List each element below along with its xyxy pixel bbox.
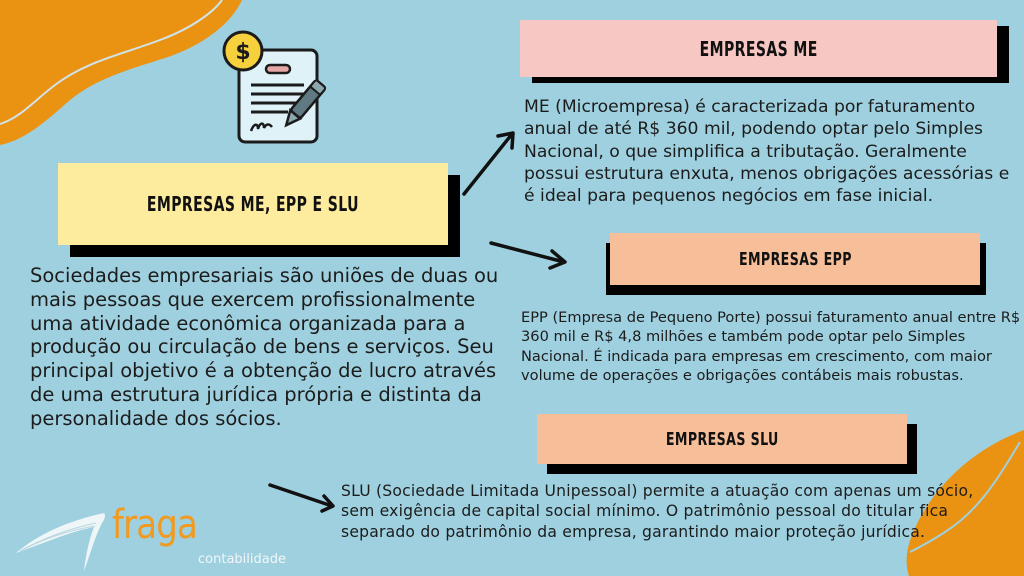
fraga-logo-swoosh-icon	[16, 513, 106, 571]
epp-title-box: EMPRESAS EPP	[610, 233, 980, 285]
slu-title: EMPRESAS SLU	[665, 428, 779, 450]
me-description: ME (Microempresa) é caracterizada por fa…	[524, 97, 1010, 207]
main-title: EMPRESAS ME, EPP E SLU	[147, 192, 359, 216]
logo-subtitle: contabilidade	[198, 552, 286, 567]
orange-blob-bottom-right	[906, 430, 1024, 576]
signed-contract-icon: $	[222, 30, 327, 144]
slu-description: SLU (Sociedade Limitada Unipessoal) perm…	[341, 482, 974, 541]
me-title: EMPRESAS ME	[699, 36, 818, 61]
svg-text:$: $	[235, 40, 250, 65]
me-title-box: EMPRESAS ME	[520, 20, 997, 77]
slu-title-box: EMPRESAS SLU	[537, 414, 907, 464]
arrow-to-epp-icon	[489, 241, 567, 270]
epp-description: EPP (Empresa de Pequeno Porte) possui fa…	[521, 309, 1021, 384]
arrow-to-slu-icon	[268, 483, 335, 513]
arrow-to-me-icon	[462, 131, 515, 196]
main-description: Sociedades empresariais são uniões de du…	[30, 264, 499, 430]
orange-blob-top-left	[0, 0, 242, 145]
logo-brand-name: fraga	[112, 502, 198, 548]
main-title-box: EMPRESAS ME, EPP E SLU	[58, 163, 448, 245]
epp-title: EMPRESAS EPP	[738, 248, 852, 270]
